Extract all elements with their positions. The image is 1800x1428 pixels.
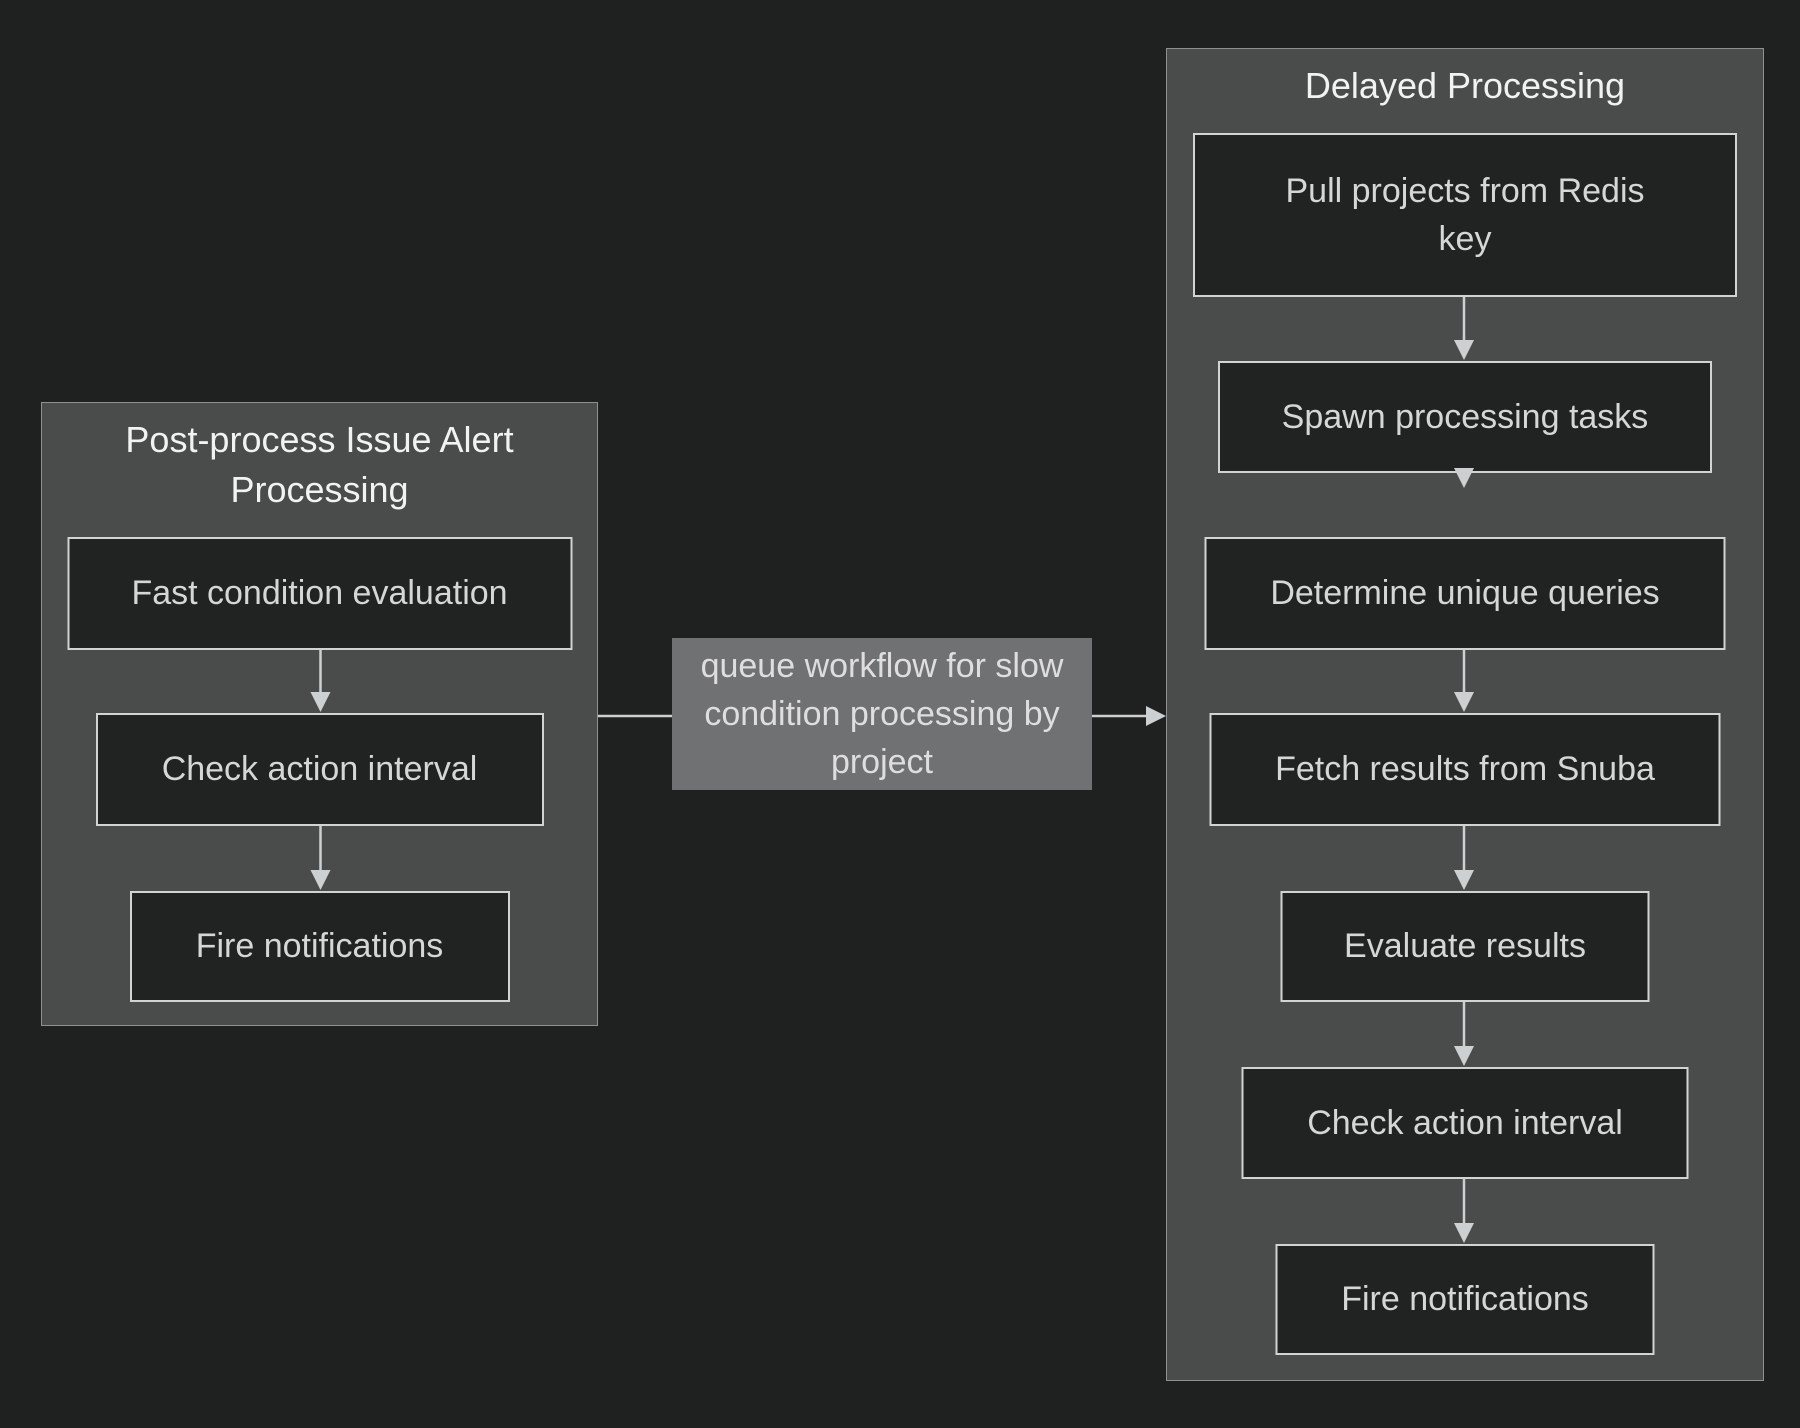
- node-check-action-interval-delayed: Check action interval: [1241, 1067, 1689, 1179]
- node-evaluate-results: Evaluate results: [1280, 891, 1650, 1002]
- cluster-title-delayed-processing: Delayed Processing: [1304, 65, 1626, 106]
- cluster-post-process-issue-alert: Post-process Issue Alert Processing Fast…: [41, 402, 598, 1026]
- node-spawn-processing-tasks: Spawn processing tasks: [1218, 361, 1712, 473]
- cluster-delayed-processing: Delayed Processing Pull projects from Re…: [1166, 48, 1764, 1381]
- node-fire-notifications: Fire notifications: [129, 891, 510, 1002]
- node-check-action-interval: Check action interval: [95, 713, 544, 826]
- node-fast-condition-evaluation: Fast condition evaluation: [67, 537, 572, 650]
- cluster-title-post-process: Post-process Issue Alert Processing: [125, 419, 514, 510]
- node-pull-projects-from-redis-key: Pull projects from Redis key: [1193, 133, 1737, 297]
- node-fire-notifications-delayed: Fire notifications: [1275, 1244, 1655, 1355]
- node-determine-unique-queries: Determine unique queries: [1204, 537, 1726, 650]
- edge-label-queue-workflow: queue workflow for slow condition proces…: [672, 638, 1092, 790]
- node-fetch-results-from-snuba: Fetch results from Snuba: [1209, 713, 1721, 826]
